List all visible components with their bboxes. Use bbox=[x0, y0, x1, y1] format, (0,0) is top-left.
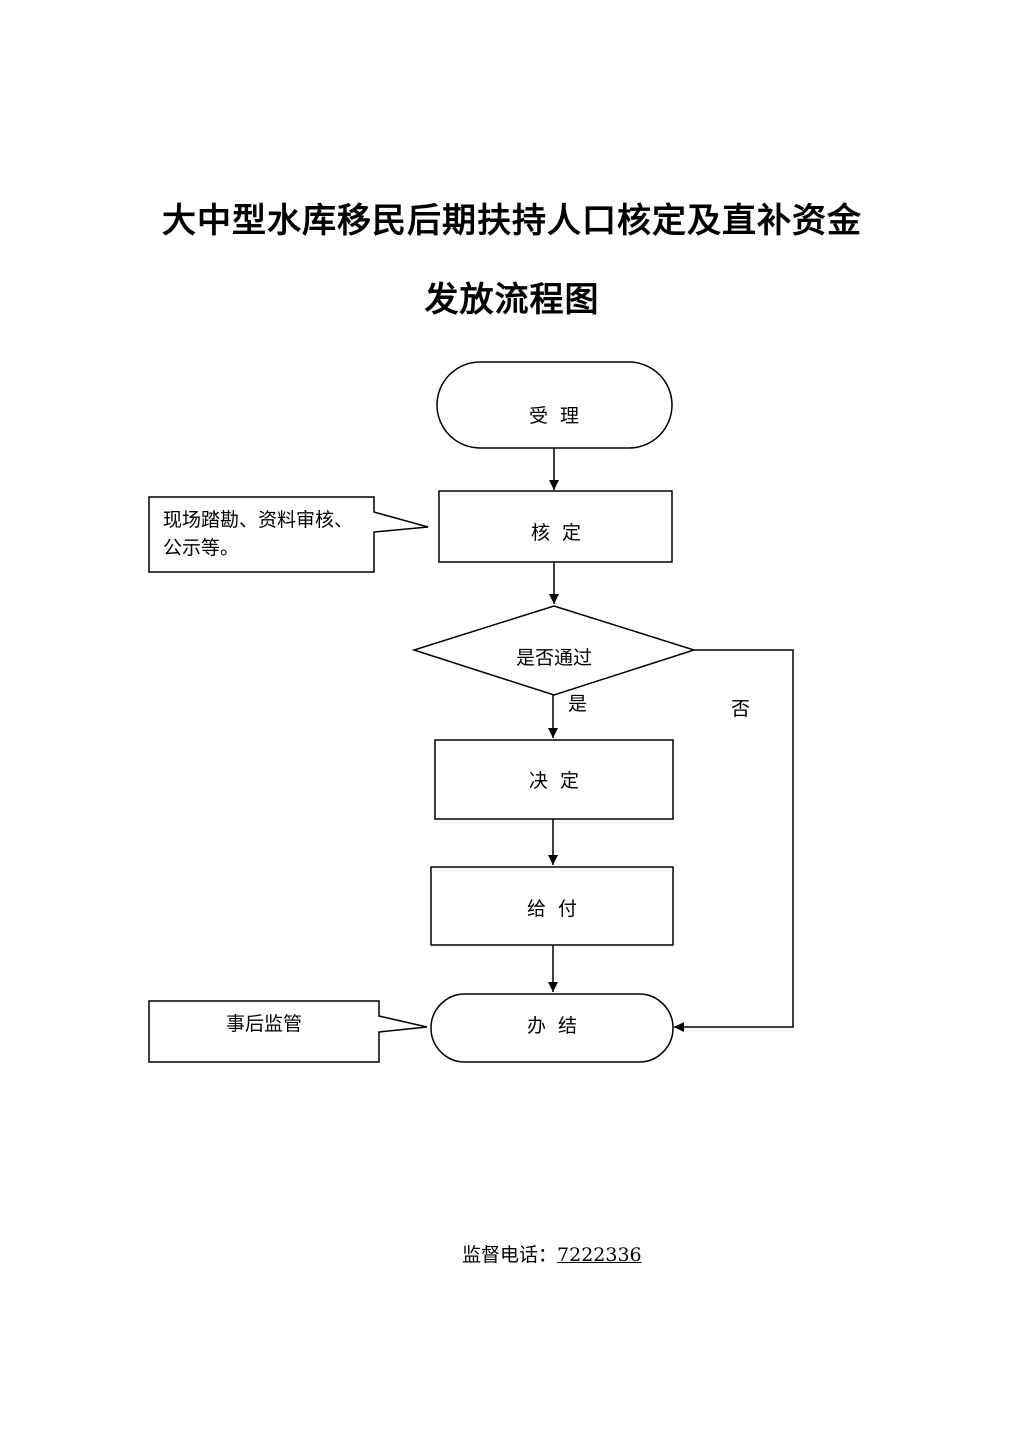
node-verify-label: 核 定 bbox=[531, 522, 581, 544]
node-pass-check-label: 是否通过 bbox=[516, 647, 592, 669]
node-pass-check-shape bbox=[411, 605, 697, 696]
callout-verify-note-line1: 现场踏勘、资料审核、 bbox=[163, 509, 353, 531]
node-decide-label: 决 定 bbox=[529, 770, 579, 792]
node-decide-shape bbox=[434, 739, 674, 820]
node-accept-label: 受 理 bbox=[529, 405, 579, 427]
edge-label-no: 否 bbox=[731, 698, 750, 720]
node-pay-label: 给 付 bbox=[527, 898, 577, 920]
callout-finish-note-label: 事后监管 bbox=[226, 1013, 302, 1035]
supervision-hotline: 监督电话：7222336 bbox=[462, 1240, 642, 1267]
edge-decision-finish-no bbox=[674, 649, 794, 1032]
edge-label-yes: 是 bbox=[568, 693, 587, 715]
hotline-label: 监督电话： bbox=[462, 1244, 558, 1266]
hotline-number: 7222336 bbox=[557, 1244, 642, 1266]
page-title-line2: 发放流程图 bbox=[424, 280, 600, 320]
callout-verify-note-shape bbox=[148, 496, 429, 573]
node-pay-shape bbox=[430, 866, 674, 946]
page-title-line1: 大中型水库移民后期扶持人口核定及直补资金 bbox=[162, 201, 862, 241]
callout-verify-note-line2: 公示等。 bbox=[163, 537, 239, 559]
node-finish-label: 办 结 bbox=[527, 1015, 577, 1037]
callout-finish-note-shape bbox=[148, 1000, 428, 1063]
node-finish-shape bbox=[430, 993, 674, 1063]
node-verify-shape bbox=[438, 490, 673, 563]
